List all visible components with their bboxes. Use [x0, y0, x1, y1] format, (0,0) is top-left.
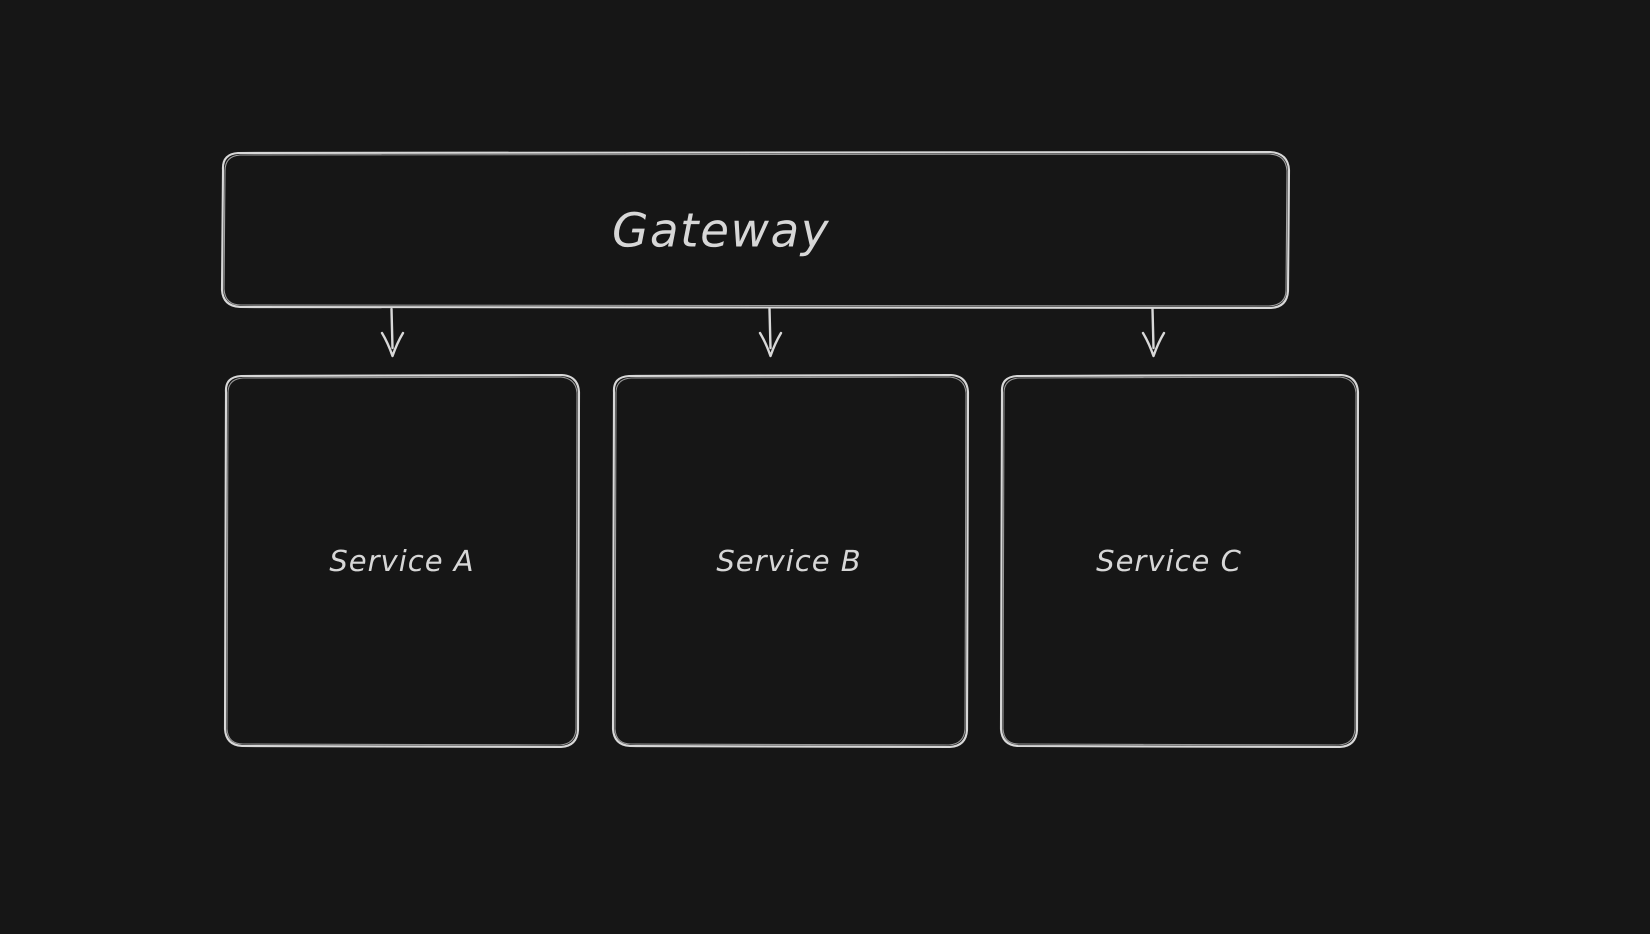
- node-gateway[interactable]: [222, 152, 1288, 308]
- arrowhead-b-icon: [758, 331, 783, 358]
- gateway-outline-stroke-2: [223, 153, 1288, 307]
- gateway-outline-stroke-1: [220, 150, 1291, 310]
- node-shape-service-c[interactable]: [999, 373, 1360, 749]
- edge-gateway-service-b[interactable]: [758, 307, 783, 358]
- edge-line-c: [1151, 307, 1155, 350]
- edge-gateway-service-a[interactable]: [380, 307, 405, 358]
- node-shape-gateway[interactable]: [220, 150, 1291, 310]
- service-c-outline-stroke-1: [999, 373, 1360, 749]
- arrowhead-a-icon: [380, 331, 405, 358]
- node-shape-service-b[interactable]: [611, 373, 970, 749]
- node-service-b[interactable]: [613, 375, 968, 747]
- service-b-outline-stroke-1: [611, 373, 970, 749]
- edge-gateway-service-c[interactable]: [1141, 307, 1166, 358]
- arrowhead-c-icon: [1141, 331, 1166, 358]
- service-a-outline-stroke-1: [223, 373, 581, 749]
- node-shape-service-a[interactable]: [223, 373, 581, 749]
- node-service-a[interactable]: [225, 375, 578, 747]
- service-a-outline-stroke-2: [226, 376, 578, 746]
- edge-line-a: [390, 307, 394, 350]
- node-service-c[interactable]: [1001, 375, 1358, 747]
- service-c-outline-stroke-2: [1002, 376, 1357, 746]
- service-b-outline-stroke-2: [614, 376, 967, 746]
- edge-line-b: [768, 307, 772, 350]
